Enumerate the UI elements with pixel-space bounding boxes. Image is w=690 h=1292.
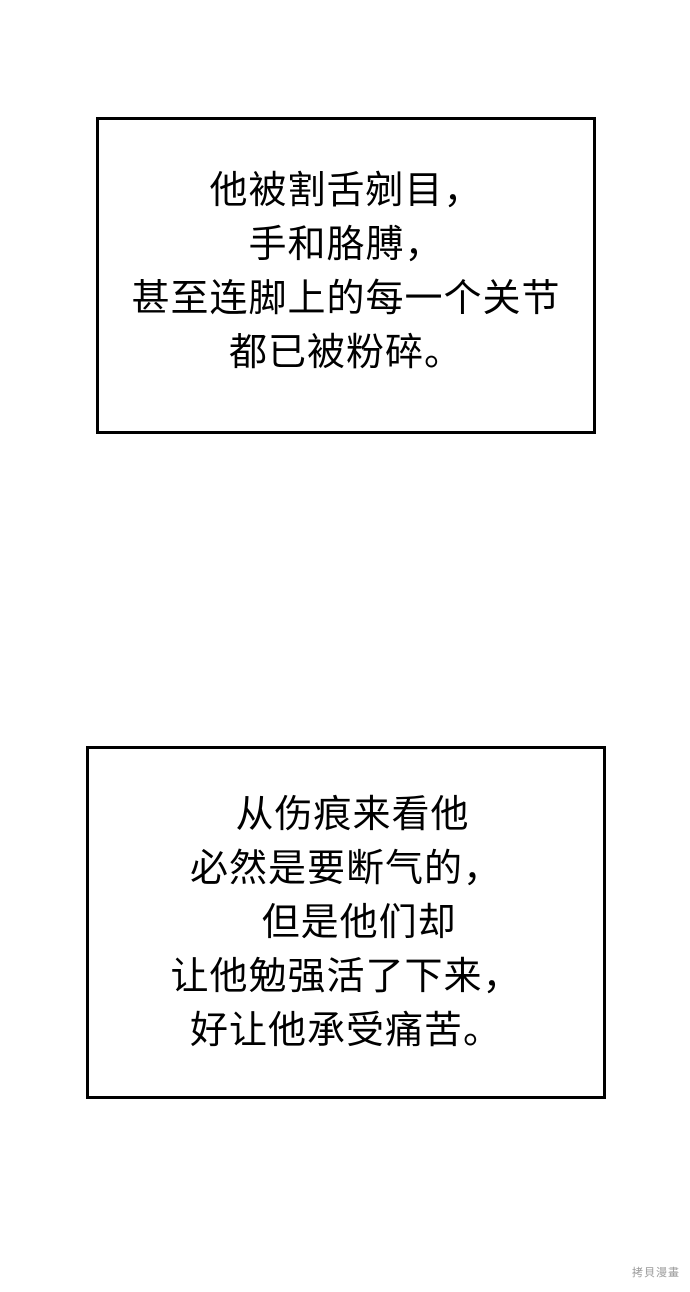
caption-text-2: 从伤痕来看他 必然是要断气的， 但是他们却 让他勉强活了下来， 好让他承受痛苦。 [170, 787, 521, 1057]
watermark: 拷貝漫畫 [632, 1266, 680, 1279]
caption-line: 好让他承受痛苦。 [189, 1007, 502, 1052]
caption-line: 让他勉强活了下来， [170, 953, 522, 998]
caption-line: 甚至连脚上的每一个关节 [131, 275, 561, 320]
caption-text-1: 他被割舌剜目， 手和胳膊， 甚至连脚上的每一个关节 都已被粉碎。 [131, 163, 560, 379]
caption-line: 手和胳膊， [248, 221, 444, 266]
caption-line: 但是他们却 [235, 899, 457, 944]
caption-line: 他被割舌剜目， [209, 167, 483, 212]
caption-line: 从伤痕来看他 [222, 791, 470, 836]
caption-box-2: 从伤痕来看他 必然是要断气的， 但是他们却 让他勉强活了下来， 好让他承受痛苦。 [86, 746, 606, 1099]
caption-box-1: 他被割舌剜目， 手和胳膊， 甚至连脚上的每一个关节 都已被粉碎。 [96, 117, 596, 434]
caption-line: 必然是要断气的， [189, 845, 502, 890]
caption-line: 都已被粉碎。 [228, 329, 463, 374]
